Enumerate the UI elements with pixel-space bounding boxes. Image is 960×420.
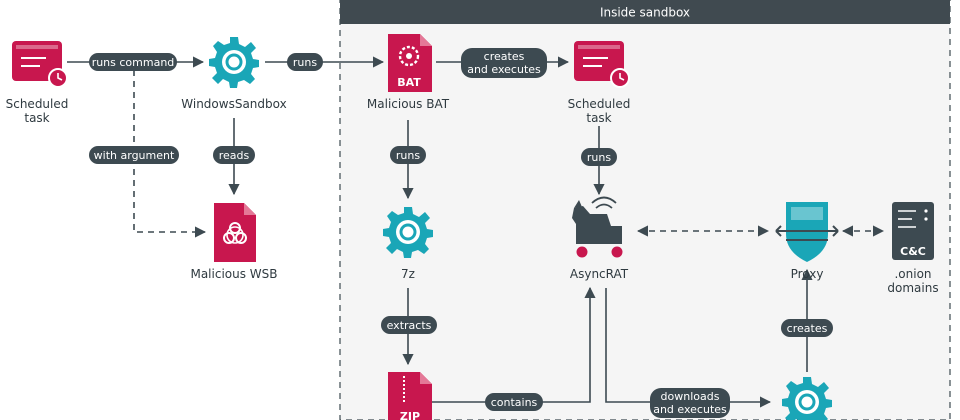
edge-with-argument [133, 70, 207, 238]
sevenzip-label: 7z [401, 267, 415, 281]
svg-text:runs command: runs command [92, 56, 175, 69]
malicious-wsb-icon [214, 203, 256, 262]
zip-badge: ZIP [400, 410, 420, 420]
scheduled-task-label-2: task [24, 111, 49, 125]
pill-contains: contains [485, 393, 543, 411]
cnc-label: .onion [894, 267, 931, 281]
pill-downloads: downloads and executes [650, 388, 730, 418]
cnc-server-icon [892, 202, 934, 260]
svg-text:runs: runs [396, 149, 420, 162]
malicious-bat-label: Malicious BAT [367, 97, 450, 111]
trojan-horse-icon [572, 196, 623, 258]
scheduled-task-label: Scheduled [6, 97, 69, 111]
pill-runs-command: runs command [89, 53, 177, 71]
svg-text:contains: contains [491, 396, 538, 409]
malicious-bat-icon [388, 34, 432, 92]
svg-text:reads: reads [219, 149, 250, 162]
pill-runs-2: runs [390, 146, 426, 164]
scheduled-task-2-icon [574, 41, 630, 88]
svg-text:and executes: and executes [467, 63, 541, 76]
pill-with-argument: with argument [89, 146, 179, 164]
bat-badge: BAT [397, 76, 421, 89]
pill-runs-3: runs [581, 148, 617, 166]
svg-text:creates: creates [484, 50, 525, 63]
sandbox-title: Inside sandbox [600, 6, 690, 20]
svg-text:downloads: downloads [661, 390, 720, 403]
pill-runs-1: runs [287, 53, 323, 71]
cnc-badge: C&C [900, 245, 926, 258]
windows-sandbox-gear-icon [209, 37, 259, 88]
svg-text:with argument: with argument [94, 149, 175, 162]
pill-reads: reads [213, 146, 255, 164]
scheduled-task-2-label-2: task [586, 111, 611, 125]
malicious-wsb-label: Malicious WSB [190, 267, 277, 281]
scheduled-task-icon [12, 41, 68, 88]
edge-contains [432, 286, 596, 403]
windows-sandbox-label: WindowsSandbox [181, 97, 286, 111]
pill-creates: creates [781, 319, 833, 337]
svg-text:extracts: extracts [387, 319, 432, 332]
scheduled-task-2-label: Scheduled [568, 97, 631, 111]
asyncrat-label: AsyncRAT [570, 267, 629, 281]
pill-creates-executes: creates and executes [461, 48, 547, 78]
svg-text:creates: creates [787, 322, 828, 335]
zip-file-icon [388, 372, 432, 420]
svg-text:runs: runs [293, 56, 317, 69]
proxy-label: Proxy [791, 267, 824, 281]
svg-text:runs: runs [587, 151, 611, 164]
sandbox-area [339, 0, 951, 420]
proxy-shield-icon [775, 202, 839, 262]
sevenzip-gear-icon [383, 207, 433, 258]
cnc-label-2: domains [887, 281, 938, 295]
svg-text:and executes: and executes [653, 403, 727, 416]
pill-extracts: extracts [381, 316, 437, 334]
sandbox-header [340, 0, 950, 24]
